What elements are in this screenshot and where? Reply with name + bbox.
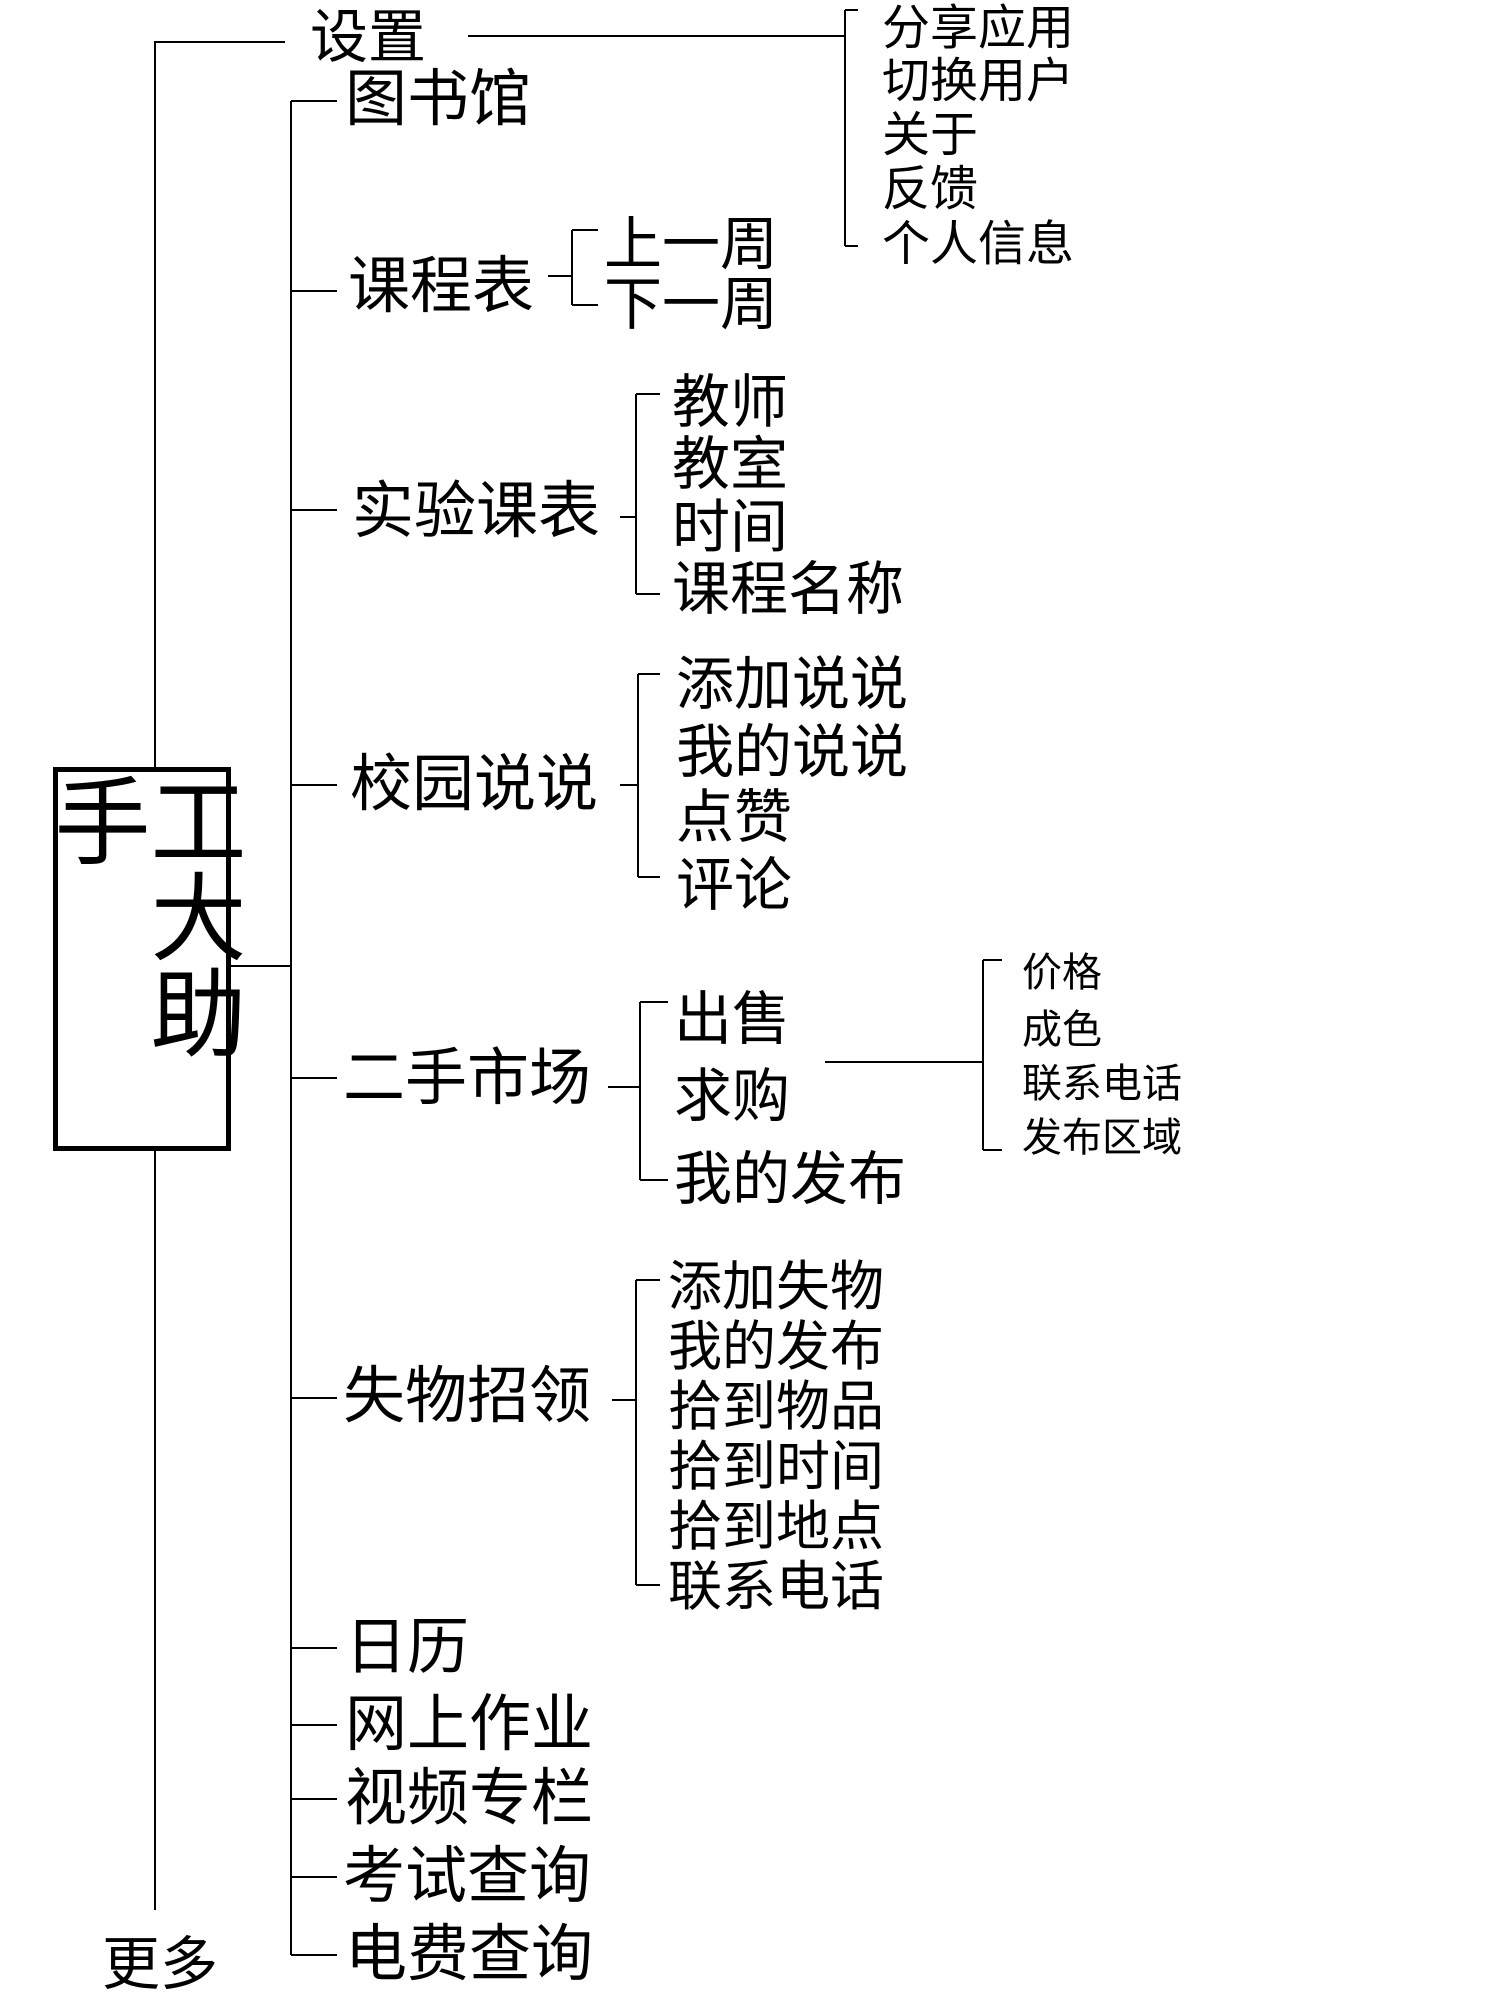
module-timetable[interactable]: 课程表 bbox=[348, 249, 535, 322]
timetable-prev-week[interactable]: 上一周 bbox=[604, 210, 779, 278]
module-lab-timetable[interactable]: 实验课表 bbox=[352, 474, 601, 547]
root-node: 工大助手 bbox=[38, 767, 246, 1151]
node-settings[interactable]: 设置 bbox=[310, 3, 427, 71]
settings-item-profile[interactable]: 个人信息 bbox=[882, 216, 1075, 272]
module-campus-posts[interactable]: 校园说说 bbox=[350, 747, 599, 820]
lost-add[interactable]: 添加失物 bbox=[668, 1255, 884, 1318]
lab-course-name[interactable]: 课程名称 bbox=[672, 555, 905, 623]
market-my-posts[interactable]: 我的发布 bbox=[674, 1145, 907, 1213]
node-more[interactable]: 更多 bbox=[102, 1930, 219, 1998]
module-online-homework[interactable]: 网上作业 bbox=[345, 1687, 594, 1760]
posts-mine[interactable]: 我的说说 bbox=[676, 718, 909, 786]
settings-item-feedback[interactable]: 反馈 bbox=[882, 161, 979, 217]
lab-teacher[interactable]: 教师 bbox=[672, 368, 789, 436]
module-calendar[interactable]: 日历 bbox=[345, 1610, 470, 1683]
module-electricity-query[interactable]: 电费查询 bbox=[345, 1917, 594, 1990]
lost-found-time[interactable]: 拾到时间 bbox=[668, 1435, 884, 1498]
lab-classroom[interactable]: 教室 bbox=[672, 430, 789, 498]
settings-item-share[interactable]: 分享应用 bbox=[882, 0, 1075, 56]
root-label: 工大助手 bbox=[38, 772, 246, 1060]
module-video-column[interactable]: 视频专栏 bbox=[345, 1761, 594, 1834]
module-second-hand-market[interactable]: 二手市场 bbox=[343, 1041, 592, 1114]
settings-item-about[interactable]: 关于 bbox=[882, 107, 979, 163]
posts-comment[interactable]: 评论 bbox=[676, 851, 793, 919]
market-buy[interactable]: 求购 bbox=[674, 1062, 791, 1130]
lost-contact-phone[interactable]: 联系电话 bbox=[668, 1555, 884, 1618]
connector-trunk-top bbox=[154, 41, 285, 767]
lost-found-place[interactable]: 拾到地点 bbox=[668, 1495, 884, 1558]
market-detail-price[interactable]: 价格 bbox=[1022, 950, 1102, 996]
lab-time[interactable]: 时间 bbox=[672, 493, 789, 561]
module-exam-query[interactable]: 考试查询 bbox=[343, 1839, 592, 1912]
posts-like[interactable]: 点赞 bbox=[676, 783, 793, 851]
market-sell[interactable]: 出售 bbox=[674, 985, 791, 1053]
lost-found-item[interactable]: 拾到物品 bbox=[668, 1375, 884, 1438]
settings-item-switch-user[interactable]: 切换用户 bbox=[882, 53, 1075, 109]
market-detail-condition[interactable]: 成色 bbox=[1022, 1007, 1102, 1053]
module-library[interactable]: 图书馆 bbox=[345, 62, 532, 135]
lost-my-posts[interactable]: 我的发布 bbox=[668, 1315, 884, 1378]
module-lost-and-found[interactable]: 失物招领 bbox=[343, 1359, 592, 1432]
timetable-next-week[interactable]: 下一周 bbox=[604, 270, 779, 338]
posts-add[interactable]: 添加说说 bbox=[676, 650, 909, 718]
market-detail-phone[interactable]: 联系电话 bbox=[1022, 1061, 1182, 1107]
market-detail-region[interactable]: 发布区域 bbox=[1022, 1115, 1182, 1161]
